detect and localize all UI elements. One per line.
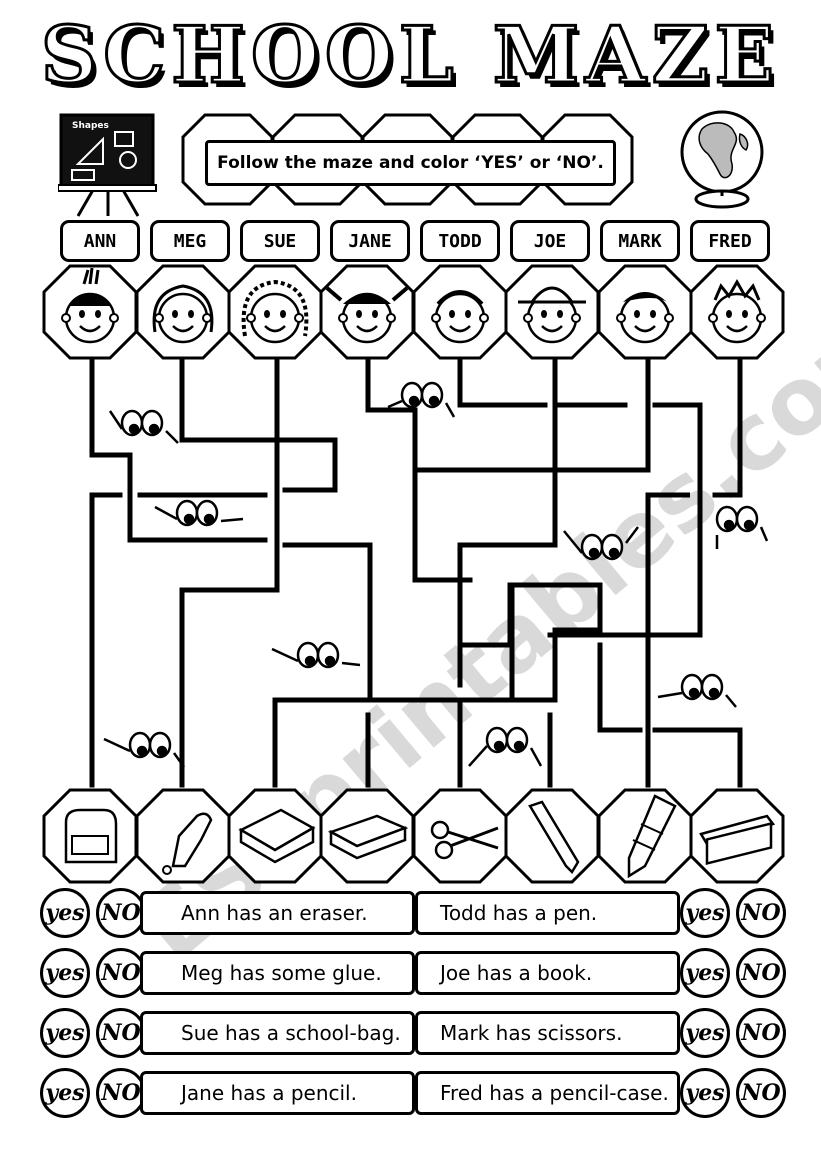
object-pen bbox=[504, 788, 600, 884]
yes-circle[interactable]: yes bbox=[680, 948, 730, 998]
face-todd bbox=[412, 264, 508, 360]
face-joe bbox=[504, 264, 600, 360]
object-pencil bbox=[597, 788, 693, 884]
yes-circle[interactable]: yes bbox=[680, 1008, 730, 1058]
name-tag-mark: MARK bbox=[600, 220, 680, 262]
no-circle[interactable]: NO bbox=[736, 1008, 786, 1058]
yes-circle[interactable]: yes bbox=[680, 1068, 730, 1118]
name-tag-sue: SUE bbox=[240, 220, 320, 262]
face-sue bbox=[227, 264, 323, 360]
bug-doodles bbox=[103, 381, 769, 768]
objects-row bbox=[42, 788, 785, 884]
answer-row-1: yes NO Ann has an eraser. Todd has a pen… bbox=[40, 888, 786, 940]
yes-circle[interactable]: yes bbox=[40, 948, 90, 998]
object-glue bbox=[135, 788, 231, 884]
name-tag-todd: TODD bbox=[420, 220, 500, 262]
object-book bbox=[227, 788, 323, 884]
object-school-bag bbox=[42, 788, 138, 884]
sentence-right: Joe has a book. bbox=[415, 951, 680, 995]
sentence-right: Fred has a pencil-case. bbox=[415, 1071, 680, 1115]
answer-row-3: yes NO Sue has a school-bag. Mark has sc… bbox=[40, 1008, 786, 1060]
name-tag-jane: JANE bbox=[330, 220, 410, 262]
yes-circle[interactable]: yes bbox=[40, 888, 90, 938]
name-tag-fred: FRED bbox=[690, 220, 770, 262]
yes-circle[interactable]: yes bbox=[680, 888, 730, 938]
no-circle[interactable]: NO bbox=[736, 1068, 786, 1118]
face-fred bbox=[689, 264, 785, 360]
sentence-left: Jane has a pencil. bbox=[140, 1071, 415, 1115]
face-ann bbox=[42, 264, 138, 360]
page-title: SCHOOL MAZE bbox=[39, 9, 781, 103]
face-mark bbox=[597, 264, 693, 360]
sentence-left: Meg has some glue. bbox=[140, 951, 415, 995]
globe-illustration bbox=[680, 110, 764, 209]
face-meg bbox=[135, 264, 231, 360]
blackboard-label: Shapes bbox=[72, 121, 109, 131]
sentence-right: Mark has scissors. bbox=[415, 1011, 680, 1055]
object-pencil-case bbox=[689, 788, 785, 884]
sentence-right: Todd has a pen. bbox=[415, 891, 680, 935]
object-eraser bbox=[319, 788, 415, 884]
answer-row-2: yes NO Meg has some glue. Joe has a book… bbox=[40, 948, 786, 1000]
yes-circle[interactable]: yes bbox=[40, 1008, 90, 1058]
blackboard-illustration: Shapes bbox=[58, 113, 157, 217]
no-circle[interactable]: NO bbox=[96, 1008, 146, 1058]
yes-circle[interactable]: yes bbox=[40, 1068, 90, 1118]
name-tag-joe: JOE bbox=[510, 220, 590, 262]
object-scissors bbox=[412, 788, 508, 884]
sentence-left: Ann has an eraser. bbox=[140, 891, 415, 935]
faces-row bbox=[42, 264, 785, 360]
maze bbox=[89, 357, 769, 788]
answer-row-4: yes NO Jane has a pencil. Fred has a pen… bbox=[40, 1068, 786, 1120]
instruction-text: Follow the maze and color ‘YES’ or ‘NO’. bbox=[205, 140, 616, 186]
name-tag-ann: ANN bbox=[60, 220, 140, 262]
name-tag-meg: MEG bbox=[150, 220, 230, 262]
face-jane bbox=[319, 264, 415, 360]
no-circle[interactable]: NO bbox=[96, 888, 146, 938]
sentence-left: Sue has a school-bag. bbox=[140, 1011, 415, 1055]
no-circle[interactable]: NO bbox=[96, 948, 146, 998]
no-circle[interactable]: NO bbox=[736, 948, 786, 998]
no-circle[interactable]: NO bbox=[96, 1068, 146, 1118]
no-circle[interactable]: NO bbox=[736, 888, 786, 938]
